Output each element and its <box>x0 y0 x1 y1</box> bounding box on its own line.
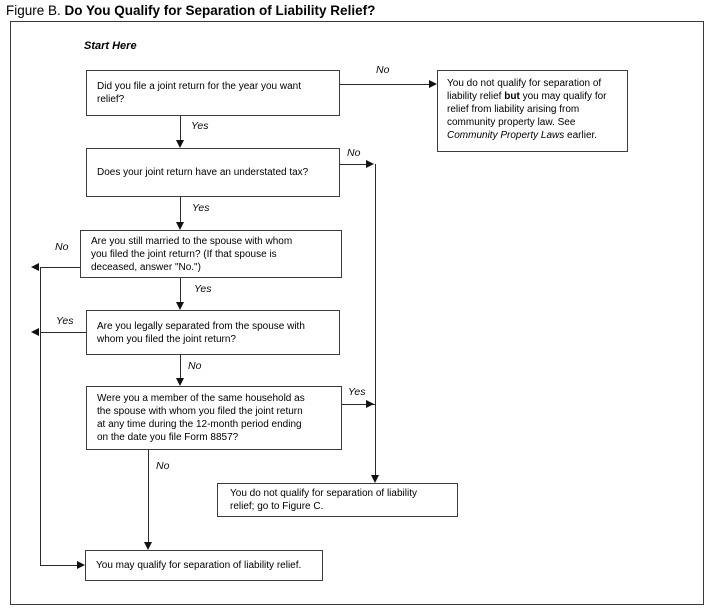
q5-yes-label: Yes <box>348 386 366 398</box>
result-segment-bold: but <box>504 91 520 102</box>
q1-yes-arrowhead <box>176 140 184 148</box>
node-result-figure-c-text: You do not qualify for separation of lia… <box>230 488 417 512</box>
q1-no-line <box>340 84 430 85</box>
node-q4: Are you legally separated from the spous… <box>86 310 340 355</box>
node-q3-text: Are you still married to the spouse with… <box>91 235 293 273</box>
node-result-figure-c: You do not qualify for separation of lia… <box>217 483 458 517</box>
q3-no-line <box>40 267 80 268</box>
q5-yes-arrowhead <box>366 400 374 408</box>
qualify-entry-line <box>40 565 77 566</box>
node-q2: Does your joint return have an understat… <box>86 148 340 197</box>
q2-no-arrowhead <box>366 160 374 168</box>
q5-no-label: No <box>156 460 170 472</box>
q2-yes-arrowhead <box>176 222 184 230</box>
q3-yes-label: Yes <box>194 283 212 295</box>
q4-yes-label: Yes <box>56 315 74 327</box>
qualify-entry-arrowhead <box>77 561 85 569</box>
start-here-label: Start Here <box>84 40 137 52</box>
node-result-no-community: You do not qualify for separation of lia… <box>437 70 628 152</box>
node-q3: Are you still married to the spouse with… <box>80 230 342 278</box>
figure-label: Figure B. <box>6 3 65 18</box>
q4-no-line <box>180 355 181 380</box>
q2-yes-line <box>180 197 181 224</box>
figure-c-entry-arrowhead <box>371 475 379 483</box>
q2-no-hline <box>340 164 370 165</box>
q5-no-arrowhead <box>144 542 152 550</box>
node-result-qualify: You may qualify for separation of liabil… <box>85 550 323 581</box>
node-q1: Did you file a joint return for the year… <box>86 70 340 116</box>
q3-yes-arrowhead <box>176 302 184 310</box>
q1-yes-label: Yes <box>191 120 209 132</box>
right-spine-line <box>375 164 376 475</box>
result-segment: You do not qualify for separation of lia… <box>447 78 602 102</box>
node-q5-text: Were you a member of the same household … <box>97 393 305 443</box>
node-q4-text: Are you legally separated from the spous… <box>97 320 305 345</box>
node-result-qualify-text: You may qualify for separation of liabil… <box>96 560 302 571</box>
result-segment-italic: Community Property Laws <box>447 130 565 141</box>
q5-yes-line <box>342 404 375 405</box>
q1-no-label: No <box>376 64 390 76</box>
flowchart-frame <box>10 21 704 605</box>
q1-no-arrowhead <box>429 80 437 88</box>
q2-yes-label: Yes <box>192 202 210 214</box>
node-q1-text: Did you file a joint return for the year… <box>97 81 301 105</box>
q1-yes-line <box>180 116 181 142</box>
q2-no-label: No <box>347 147 361 159</box>
q4-yes-arrowhead <box>31 328 39 336</box>
result-segment: earlier. <box>564 130 598 141</box>
node-result-no-community-text: You do not qualify for separation of lia… <box>447 77 618 142</box>
q4-no-label: No <box>188 360 202 372</box>
node-q2-text: Does your joint return have an understat… <box>97 167 309 178</box>
q3-no-label: No <box>55 241 69 253</box>
left-spine-line <box>40 267 41 565</box>
result-segment: you may qualify for relief from liabilit… <box>447 91 607 128</box>
q3-yes-line <box>180 278 181 304</box>
q4-yes-line <box>40 332 86 333</box>
figure-title: Figure B. Do You Qualify for Separation … <box>6 3 375 18</box>
q5-no-line <box>148 450 149 543</box>
q3-no-arrowhead <box>31 263 39 271</box>
q4-no-arrowhead <box>176 378 184 386</box>
figure-heading: Do You Qualify for Separation of Liabili… <box>64 3 376 18</box>
node-q5: Were you a member of the same household … <box>86 386 342 450</box>
